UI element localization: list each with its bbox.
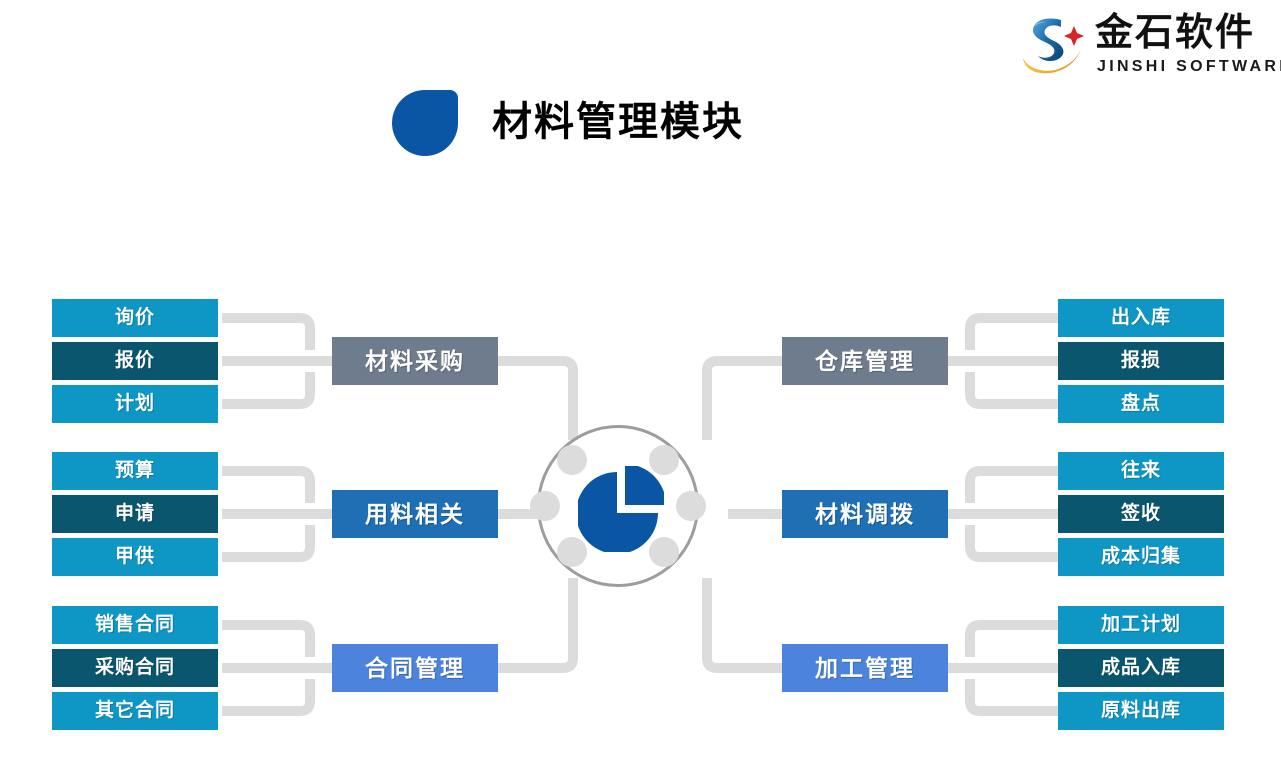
leaf-warehouse-management-1[interactable]: 报损: [1058, 342, 1224, 380]
leaf-warehouse-management-0[interactable]: 出入库: [1058, 299, 1224, 337]
leaf-material-usage-1[interactable]: 申请: [52, 495, 218, 533]
leaf-material-usage-0[interactable]: 预算: [52, 452, 218, 490]
branch-material-usage[interactable]: 用料相关: [332, 490, 498, 538]
hub-dot-top-left: [557, 445, 587, 475]
hub-dot-bottom-left: [557, 537, 587, 567]
blue-droplet-icon: [392, 90, 458, 156]
leaf-processing-management-1[interactable]: 成品入库: [1058, 649, 1224, 687]
leaf-processing-management-2[interactable]: 原料出库: [1058, 692, 1224, 730]
branch-warehouse-management[interactable]: 仓库管理: [782, 337, 948, 385]
leaf-contract-management-1[interactable]: 采购合同: [52, 649, 218, 687]
branch-material-purchase[interactable]: 材料采购: [332, 337, 498, 385]
leaf-processing-management-0[interactable]: 加工计划: [1058, 606, 1224, 644]
leaf-material-purchase-2[interactable]: 计划: [52, 385, 218, 423]
leaf-material-usage-2[interactable]: 甲供: [52, 538, 218, 576]
pie-chart-icon: [578, 466, 664, 552]
leaf-contract-management-2[interactable]: 其它合同: [52, 692, 218, 730]
jinshi-s-swoosh-logo-icon: [1017, 12, 1089, 78]
hub-dot-bottom-right: [649, 537, 679, 567]
page-title: 材料管理模块: [492, 100, 744, 144]
leaf-warehouse-management-2[interactable]: 盘点: [1058, 385, 1224, 423]
hub-dot-top-right: [649, 445, 679, 475]
hub-node: [530, 425, 706, 593]
leaf-material-transfer-1[interactable]: 签收: [1058, 495, 1224, 533]
hub-dot-left: [530, 491, 560, 521]
leaf-contract-management-0[interactable]: 销售合同: [52, 606, 218, 644]
branch-processing-management[interactable]: 加工管理: [782, 644, 948, 692]
leaf-material-transfer-0[interactable]: 往来: [1058, 452, 1224, 490]
leaf-material-purchase-0[interactable]: 询价: [52, 299, 218, 337]
brand-name-en: JINSHI SOFTWARE: [1097, 58, 1281, 75]
branch-material-transfer[interactable]: 材料调拨: [782, 490, 948, 538]
brand-name-cn: 金石软件: [1095, 12, 1256, 54]
leaf-material-transfer-2[interactable]: 成本归集: [1058, 538, 1224, 576]
hub-dot-right: [676, 491, 706, 521]
leaf-material-purchase-1[interactable]: 报价: [52, 342, 218, 380]
brand-logo: 金石软件 JINSHI SOFTWARE: [1017, 8, 1281, 86]
branch-contract-management[interactable]: 合同管理: [332, 644, 498, 692]
